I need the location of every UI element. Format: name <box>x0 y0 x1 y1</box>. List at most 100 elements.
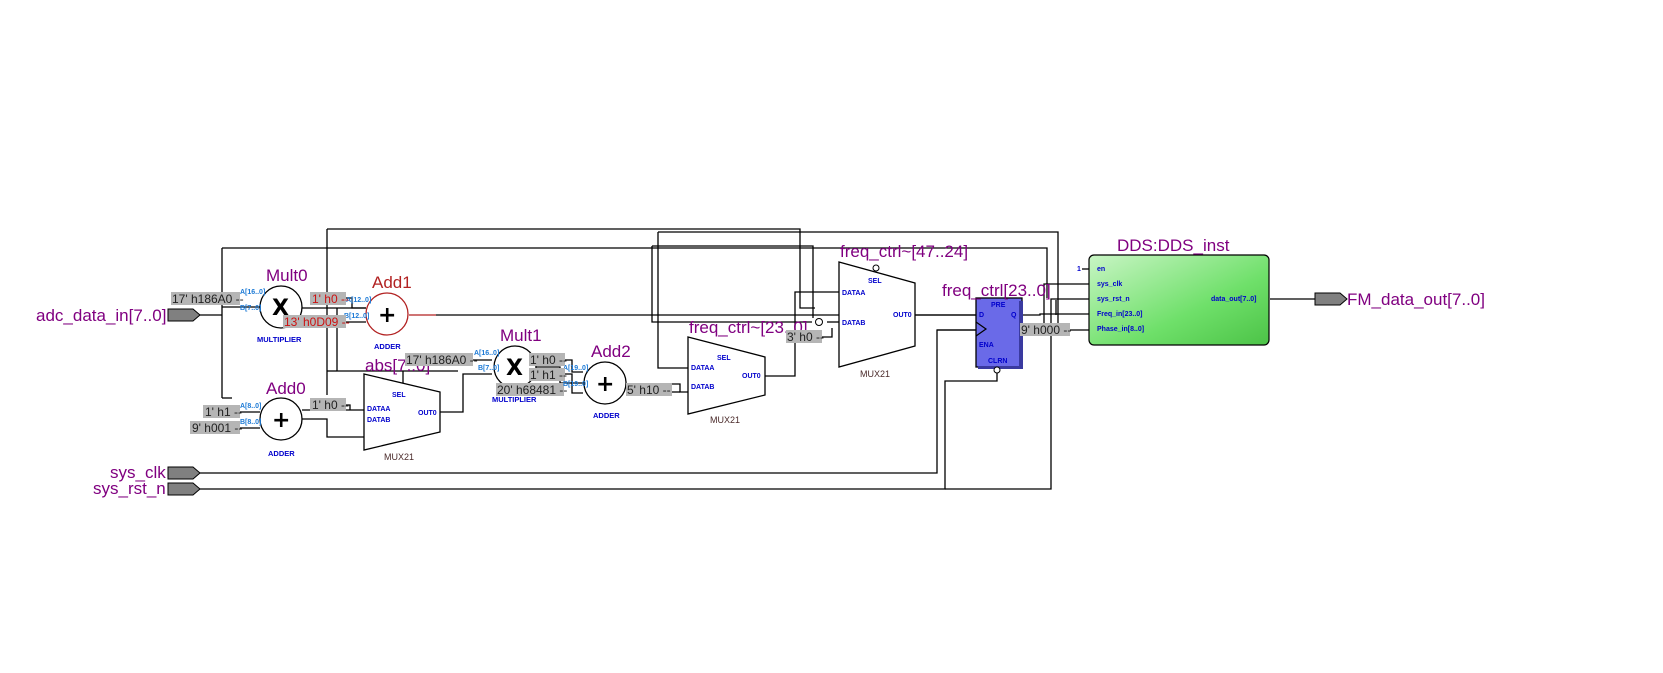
pin-a: A[8..0] <box>240 403 261 410</box>
pin-phase-in: Phase_in[8..0] <box>1097 326 1144 333</box>
port-adc-data-in[interactable]: adc_data_in[7..0] <box>36 306 201 325</box>
mux-low-block[interactable]: freq_ctrl~[23..0] SEL DATAA DATAB OUT0 M… <box>687 318 808 425</box>
pin-sel: SEL <box>392 392 406 399</box>
plus-icon: + <box>272 408 290 433</box>
block-type: MUX21 <box>860 369 890 379</box>
block-type: MUX21 <box>710 415 740 425</box>
pin-q: Q <box>1011 312 1017 319</box>
const-label: 13' h0D09 -- <box>284 315 350 329</box>
const-mux-high: 3' h0 -- <box>786 330 824 344</box>
pin-a: A[19..0] <box>563 365 588 372</box>
instance-name: Add2 <box>591 342 631 361</box>
abs-mux-block[interactable]: abs[7..0] SEL DATAA DATAB OUT0 MUX21 <box>363 356 441 462</box>
block-type: MULTIPLIER <box>257 335 302 344</box>
pin-sys-rst-n: sys_rst_n <box>1097 296 1130 303</box>
pin-b: B[7..0] <box>478 365 499 372</box>
add2-block[interactable]: + Add2 ADDER A[19..0] B[19..0] <box>563 342 631 420</box>
const-add0-b: 9' h001 -- <box>190 421 242 435</box>
en-const: 1 <box>1077 266 1081 273</box>
port-sys-clk[interactable]: sys_clk <box>110 463 201 482</box>
const-add2-a: 1' h0 -- <box>529 353 567 367</box>
const-add1-b: 13' h0D09 -- <box>283 315 350 329</box>
const-add2-b: 1' h1 -- <box>529 368 567 382</box>
const-label: 1' h1 -- <box>530 368 567 382</box>
block-type: MULTIPLIER <box>492 395 537 404</box>
block-type: ADDER <box>593 411 620 420</box>
multiply-icon: X <box>506 356 523 381</box>
port-sys-rst-n[interactable]: sys_rst_n <box>93 479 201 498</box>
const-add2-out: 5' h10 -- <box>626 383 672 397</box>
const-mult1-b: 20' h68481 -- <box>496 383 567 397</box>
const-label: 1' h0 -- <box>312 292 349 306</box>
pin-a: A[16..0] <box>240 289 265 296</box>
pin-out: OUT0 <box>742 373 761 380</box>
multiply-icon: X <box>272 296 289 321</box>
pin-d: D <box>979 312 984 319</box>
pin-b: B[19..0] <box>563 381 588 388</box>
block-type: MUX21 <box>384 452 414 462</box>
block-type: ADDER <box>268 449 295 458</box>
instance-name: freq_ctrl[23..0] <box>942 281 1051 300</box>
const-abs-sel: 1' h0 -- <box>310 398 349 412</box>
pin-datab: DATAB <box>691 384 714 391</box>
plus-icon: + <box>596 372 614 397</box>
instance-name: DDS:DDS_inst <box>1117 236 1230 255</box>
const-phase: 9' h000 -- <box>1020 323 1071 337</box>
block-type: ADDER <box>374 342 401 351</box>
port-label: sys_clk <box>110 463 166 482</box>
pin-datab: DATAB <box>842 320 865 327</box>
port-label: sys_rst_n <box>93 479 166 498</box>
pin-out: OUT0 <box>418 410 437 417</box>
const-add1-a: 1' h0 -- <box>310 292 349 306</box>
pin-out: OUT0 <box>893 312 912 319</box>
const-label: 5' h10 -- <box>627 383 671 397</box>
instance-name: freq_ctrl~[23..0] <box>689 318 808 337</box>
port-label: FM_data_out[7..0] <box>1347 290 1485 309</box>
mult0-block[interactable]: X Mult0 MULTIPLIER A[16..0] B[7..0] <box>240 266 308 344</box>
pin-b: B[12..0] <box>344 313 369 320</box>
add1-block[interactable]: + Add1 ADDER A[12..0] B[12..0] <box>344 273 412 351</box>
pin-en: en <box>1097 266 1105 273</box>
const-label: 17' h186A0 -- <box>172 292 244 306</box>
plus-icon: + <box>378 303 396 328</box>
pin-data-out: data_out[7..0] <box>1211 296 1257 303</box>
mux-high-block[interactable]: freq_ctrl~[47..24] SEL DATAA DATAB OUT0 … <box>815 242 969 379</box>
pin-a: A[16..0] <box>474 350 499 357</box>
const-label: 17' h186A0 -- <box>406 353 478 367</box>
pin-b: B[8..0] <box>240 419 261 426</box>
pin-datab: DATAB <box>367 417 390 424</box>
pin-a: A[12..0] <box>346 297 371 304</box>
port-label: adc_data_in[7..0] <box>36 306 166 325</box>
const-label: 1' h0 -- <box>312 398 349 412</box>
pin-sel: SEL <box>717 355 731 362</box>
instance-name: freq_ctrl~[47..24] <box>840 242 968 261</box>
pin-dataa: DATAA <box>367 406 390 413</box>
add0-block[interactable]: + Add0 ADDER A[8..0] B[8..0] <box>240 379 306 458</box>
pin-dataa: DATAA <box>691 365 714 372</box>
pin-ena: ENA <box>979 342 994 349</box>
pin-sys-clk: sys_clk <box>1097 281 1122 288</box>
const-mult1-a: 17' h186A0 -- <box>405 353 478 367</box>
const-label: 1' h0 -- <box>530 353 567 367</box>
const-label: 20' h68481 -- <box>497 383 567 397</box>
pin-clrn: CLRN <box>988 358 1007 365</box>
const-label: 9' h000 -- <box>1021 323 1071 337</box>
pin-dataa: DATAA <box>842 290 865 297</box>
pin-sel: SEL <box>868 278 882 285</box>
pin-b: B[7..0] <box>240 305 261 312</box>
instance-name: Add0 <box>266 379 306 398</box>
pin-pre: PRE <box>991 302 1006 309</box>
const-label: 9' h001 -- <box>192 421 242 435</box>
instance-name: Mult0 <box>266 266 308 285</box>
dds-instance-block[interactable]: DDS:DDS_inst en sys_clk sys_rst_n Freq_i… <box>1077 236 1270 346</box>
mult1-block[interactable]: X Mult1 MULTIPLIER A[16..0] B[7..0] <box>474 326 542 404</box>
instance-name: Mult1 <box>500 326 542 345</box>
const-mult0: 17' h186A0 -- <box>171 292 244 306</box>
const-add0-a: 1' h1 -- <box>203 405 242 419</box>
const-label: 1' h1 -- <box>205 405 242 419</box>
pin-freq-in: Freq_in[23..0] <box>1097 311 1143 318</box>
instance-name: Add1 <box>372 273 412 292</box>
port-fm-data-out[interactable]: FM_data_out[7..0] <box>1314 290 1485 309</box>
const-label: 3' h0 -- <box>787 330 824 344</box>
